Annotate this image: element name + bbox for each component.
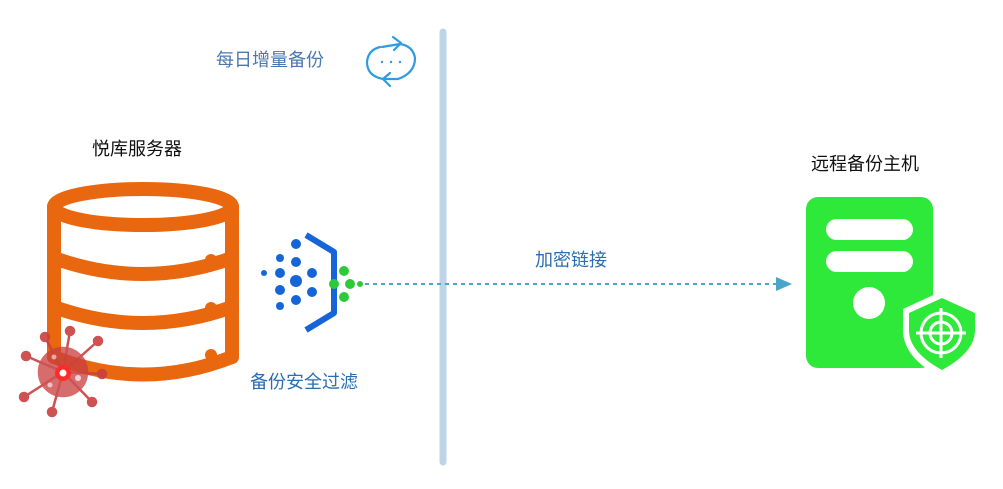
database-status-dots [205,254,217,361]
remote-host-label: 远程备份主机 [811,154,919,175]
sync-cycle-icon [365,35,417,88]
shield-target-icon [903,291,981,378]
server-label: 悦库服务器 [92,139,182,160]
virus-core [55,365,71,381]
filter-funnel-icon [261,232,363,333]
server-tower-icon [806,197,933,368]
daily-backup-label: 每日增量备份 [216,50,324,71]
security-filter-label: 备份安全过滤 [250,372,358,393]
encrypted-link-arrow [365,277,792,291]
database-server-icon [47,182,239,382]
encrypted-link-label: 加密链接 [535,250,607,271]
